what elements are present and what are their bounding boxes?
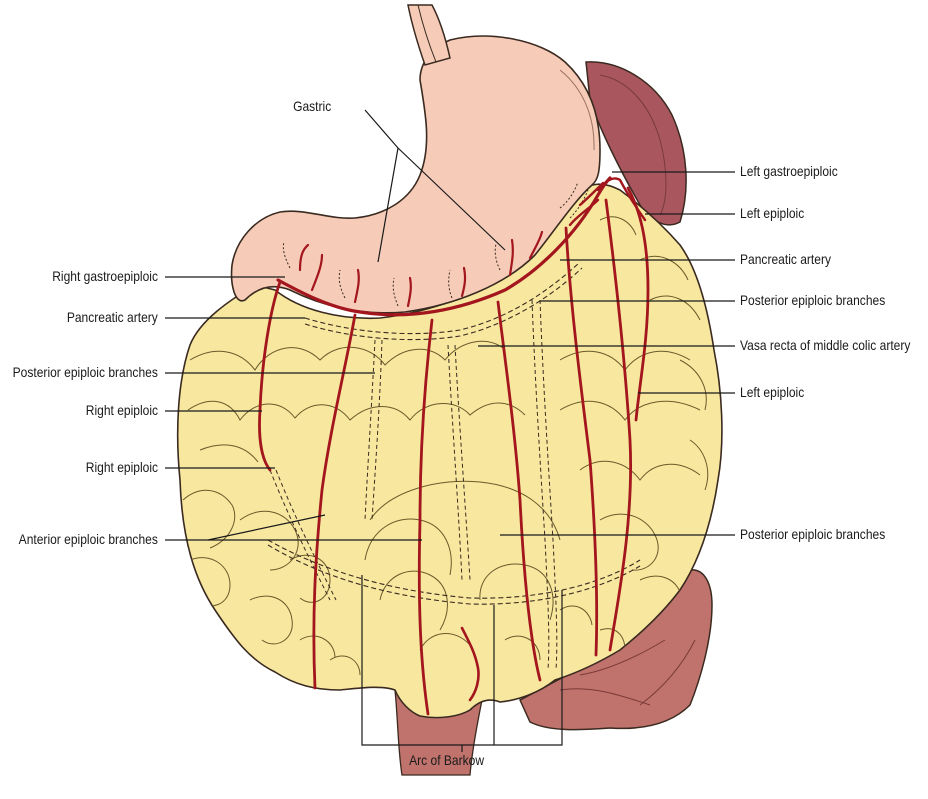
label-right-epiploic-2: Right epiploic — [85, 459, 158, 475]
label-anterior-epiploic: Anterior epiploic branches — [18, 531, 158, 547]
posterior-epiploic-branches — [269, 299, 558, 671]
left-gastroepiploic-loops — [568, 177, 647, 227]
label-left-epiploic-top: Left epiploic — [740, 205, 805, 221]
label-left-epiploic-mid: Left epiploic — [740, 384, 805, 400]
esophagus-line — [417, 4, 437, 63]
gastric-branches — [298, 230, 544, 308]
label-gastric: Gastric — [293, 98, 332, 114]
label-posterior-epiploic-right-top: Posterior epiploic branches — [740, 292, 886, 308]
label-pancreatic-artery-right: Pancreatic artery — [740, 251, 832, 267]
epiploic-arteries — [258, 186, 650, 716]
lower-loop-artery — [460, 626, 480, 702]
pancreatic-artery-band — [304, 261, 581, 335]
colon-fold — [559, 639, 696, 706]
label-arc-of-barkow: Arc of Barkow — [409, 752, 485, 768]
label-right-epiploic-1: Right epiploic — [85, 402, 158, 418]
pancreatic-artery-band-2 — [304, 267, 583, 341]
esophagus — [407, 4, 451, 66]
fundus-shading — [559, 69, 595, 151]
label-pancreatic-artery-left: Pancreatic artery — [66, 309, 158, 325]
spleen — [585, 61, 687, 226]
gastroepiploic-arcade — [276, 176, 612, 317]
leader-lines — [165, 109, 735, 752]
stomach — [230, 35, 601, 314]
label-left-gastroepiploic: Left gastroepiploic — [740, 163, 838, 179]
label-posterior-epiploic-left: Posterior epiploic branches — [12, 364, 158, 380]
label-posterior-epiploic-right-bottom: Posterior epiploic branches — [740, 526, 886, 542]
spleen-inner — [599, 74, 667, 216]
label-vasa-recta: Vasa recta of middle colic artery — [740, 337, 911, 353]
label-right-gastroepiploic: Right gastroepiploic — [52, 268, 158, 284]
